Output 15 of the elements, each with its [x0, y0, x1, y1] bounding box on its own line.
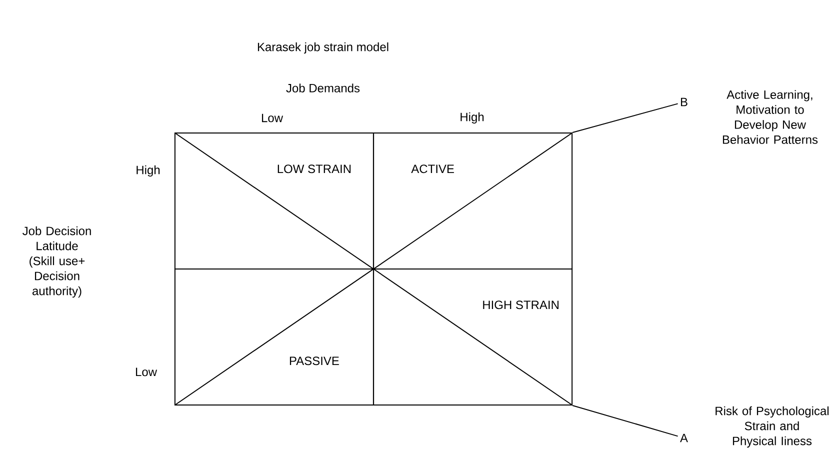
point-label: B — [680, 98, 688, 106]
quadrant-box: PASSIVE — [174, 268, 374, 406]
outcome-text: Risk of Psychological Strain and Physical Iiness — [716, 406, 829, 448]
diagonal-line — [572, 103, 678, 133]
diagonal-line — [572, 405, 678, 437]
title: Karasek job strain model — [258, 42, 388, 54]
point-label: A — [680, 434, 688, 442]
outcome-text: Active Learning, Motivation to Develop New Behavior Patterns — [722, 90, 818, 144]
quadrant-box: HIGH STRAIN — [373, 268, 573, 406]
axis-title: Job Decision Latitude (Skill use+ Decision authority) — [22, 226, 91, 298]
axis-tick-label: High — [136, 165, 160, 177]
quadrant-box: ACTIVE — [373, 132, 573, 270]
axis-title: Job Demands — [286, 84, 360, 92]
quadrant-box: LOW STRAIN — [174, 132, 374, 270]
axis-tick-label: Low — [136, 368, 158, 376]
